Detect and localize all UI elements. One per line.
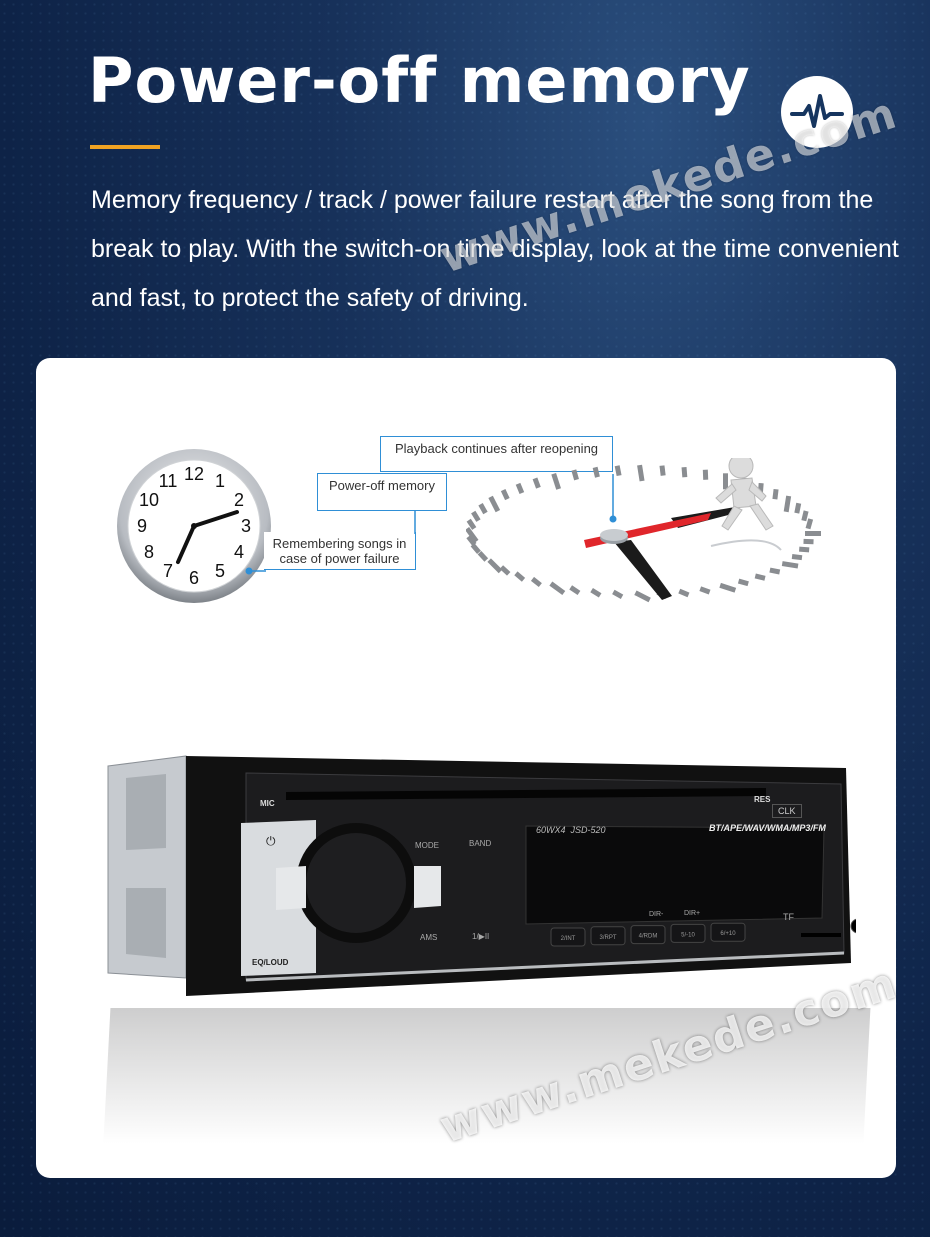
clock-number: 6: [189, 568, 199, 588]
clock-tick: [737, 578, 749, 587]
clock-tick: [637, 464, 645, 482]
clock-tick: [659, 465, 666, 476]
preset-button-label: 4/RDM: [639, 934, 658, 940]
clock-tick: [477, 550, 489, 562]
callout-remember-text: Remembering songs in case of power failu…: [272, 536, 407, 566]
res-label: RES: [754, 795, 771, 804]
clock-tick: [614, 465, 622, 477]
callout-remember-pointer: [245, 567, 266, 575]
clock-tick: [791, 554, 803, 561]
dir-minus-label: DIR-: [649, 911, 664, 918]
preset-button-label: 2/INT: [561, 936, 576, 942]
clock-tick: [466, 518, 477, 530]
clock-tick: [801, 510, 809, 522]
clock-tick: [571, 469, 579, 481]
clock-number: 5: [215, 561, 225, 581]
dir-plus-label: DIR+: [684, 910, 701, 917]
clock-tick: [794, 502, 802, 514]
feature-description: Memory frequency / track / power failure…: [91, 186, 899, 312]
clock-tick: [798, 546, 810, 553]
clock-tick: [592, 466, 600, 478]
play-pause-label: 1/▶II: [472, 932, 490, 941]
clock-number: 10: [139, 490, 159, 510]
preset-button-label: 3/RPT: [599, 935, 616, 941]
clock-tick: [590, 588, 602, 598]
clock-tick: [754, 573, 766, 581]
clock-tick: [719, 582, 737, 593]
clock-tick: [549, 581, 566, 595]
preset-button: [670, 923, 706, 943]
clock-tick: [805, 531, 821, 536]
clock-tick: [681, 466, 688, 478]
callout-poweroff-connector: [414, 510, 416, 534]
clock-tick: [466, 535, 477, 547]
preset-button: [550, 927, 586, 947]
clock-tick: [551, 472, 561, 490]
clock-tick: [781, 561, 799, 569]
callout-remembering-songs: Remembering songs in case of power failu…: [264, 532, 416, 570]
clock-tick: [769, 567, 781, 575]
clock-tick: [772, 488, 779, 500]
ams-label: AMS: [420, 933, 438, 942]
mic-label: MIC: [260, 799, 275, 808]
preset-button-label: 5/-10: [681, 932, 695, 938]
clock-tick: [500, 488, 510, 501]
clock-tick: [515, 482, 525, 495]
clock-tick: [488, 495, 501, 513]
clock-tick: [805, 518, 814, 530]
clock-tick: [487, 558, 503, 574]
preset-button: [590, 926, 626, 946]
preset-button: [630, 925, 666, 945]
clock-tick: [532, 477, 541, 489]
clock-tick: [530, 576, 542, 588]
clock-tick: [470, 543, 481, 555]
title-underline: [90, 145, 160, 149]
clock-tick: [466, 526, 479, 543]
clock-number: 9: [137, 516, 147, 536]
clock-tick: [478, 503, 488, 515]
formats-label: BT/APE/WAV/WMA/MP3/FM: [709, 823, 826, 833]
clock-tick: [803, 538, 814, 545]
clock-tick: [569, 585, 581, 595]
clock-number: 4: [234, 542, 244, 562]
callout-playback-continues: Playback continues after reopening: [380, 436, 613, 472]
clock-number: 8: [144, 542, 154, 562]
preset-button-label: 6/+10: [720, 931, 736, 937]
clock-tick: [471, 510, 481, 522]
callout-playback-text: Playback continues after reopening: [394, 441, 599, 456]
eq-loud-label: EQ/LOUD: [252, 958, 289, 967]
model-label: 60WX4 JSD-520: [536, 825, 606, 835]
callout-playback-connector: [609, 474, 617, 523]
clock-number: 11: [159, 471, 178, 491]
clock-tick: [634, 590, 651, 603]
preset-button: [710, 922, 746, 942]
clk-button: CLK: [772, 804, 802, 818]
clock-number: 2: [234, 490, 244, 510]
clock-number: 1: [215, 471, 225, 491]
perspective-clock-diagram: [466, 458, 821, 603]
clock-number: 12: [184, 464, 204, 484]
clock-tick: [678, 588, 690, 598]
tf-label: TF: [783, 912, 794, 922]
clock-number: 3: [241, 516, 251, 536]
callout-power-off: Power-off memory: [317, 473, 447, 511]
mode-label: MODE: [415, 841, 439, 850]
pulse-line-icon: [781, 76, 853, 148]
clock-number: 7: [163, 561, 173, 581]
clock-tick: [723, 473, 728, 490]
clock-tick: [499, 565, 511, 576]
clock-tick: [702, 469, 709, 480]
car-radio-image: 2/INT 3/RPT 4/RDM 5/-10 6/+10: [107, 755, 856, 996]
power-icon: ⏻: [266, 834, 276, 848]
clock-tick: [514, 571, 526, 582]
clock-tick: [699, 586, 711, 595]
page-title: Power-off memory: [88, 44, 751, 117]
clock-tick: [783, 495, 792, 513]
band-label: BAND: [469, 839, 492, 848]
clock-tick: [612, 589, 624, 600]
callout-poweroff-text: Power-off memory: [329, 478, 435, 493]
